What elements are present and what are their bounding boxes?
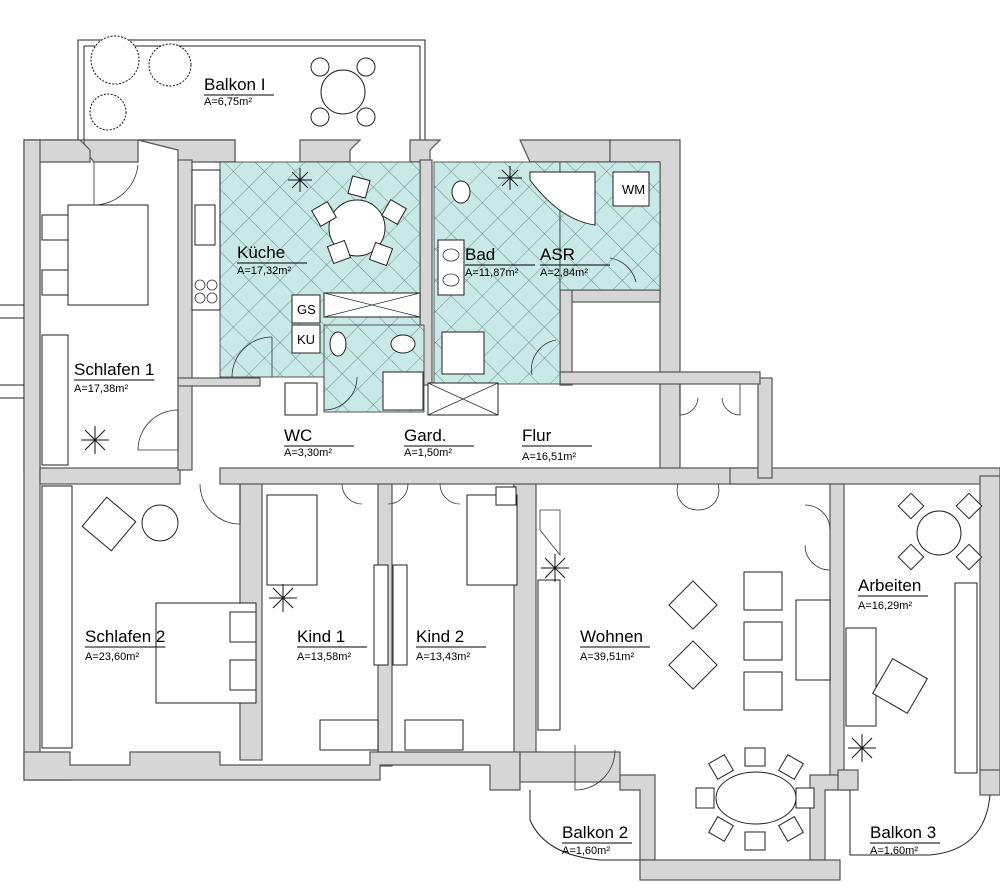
gs-label: GS	[297, 302, 316, 317]
kind1-area: A=13,58m²	[297, 651, 351, 663]
living-furniture	[539, 509, 831, 851]
balkon3-area: A=1,60m²	[870, 845, 918, 857]
plants	[81, 166, 876, 762]
kueche-name: Küche	[237, 243, 285, 262]
doors	[93, 162, 831, 791]
asr-area: A=2,84m²	[540, 267, 588, 279]
wardrobes	[41, 334, 978, 774]
arbeiten-area: A=16,29m²	[858, 600, 912, 612]
gard-name: Gard.	[404, 426, 447, 445]
ku-label: KU	[297, 332, 315, 347]
fixture-labels: WM GS KU	[297, 182, 645, 347]
room-labels: Balkon I A=6,75m² Küche A=17,32m² Bad A=…	[74, 75, 940, 857]
study-furniture	[845, 492, 983, 727]
wohnen-name: Wohnen	[580, 627, 643, 646]
kueche-area: A=17,32m²	[237, 265, 291, 277]
wc-area: A=3,30m²	[284, 447, 332, 459]
balkon2-area: A=1,60m²	[562, 845, 610, 857]
kind2-name: Kind 2	[416, 627, 464, 646]
schlafen1-area: A=17,38m²	[74, 383, 128, 395]
balkon3-name: Balkon 3	[870, 823, 936, 842]
gard-area: A=1,50m²	[404, 447, 452, 459]
wc-name: WC	[284, 426, 312, 445]
kitchen-fixtures	[191, 169, 421, 378]
balkon1-area: A=6,75m²	[204, 96, 252, 108]
bad-area: A=11,87m²	[465, 267, 519, 279]
wohnen-area: A=39,51m²	[580, 651, 634, 663]
balkon-1-area	[77, 35, 426, 140]
asr-name: ASR	[540, 245, 575, 264]
flur-name: Flur	[522, 426, 552, 445]
arbeiten-name: Arbeiten	[858, 576, 921, 595]
balkon2-name: Balkon 2	[562, 823, 628, 842]
small-balconies	[529, 790, 991, 861]
kind2-area: A=13,43m²	[416, 651, 470, 663]
balkon1-name: Balkon I	[204, 75, 265, 94]
wm-label: WM	[622, 182, 645, 197]
schlafen2-name: Schlafen 2	[85, 627, 165, 646]
flur-area: A=16,51m²	[522, 451, 576, 463]
schlafen1-name: Schlafen 1	[74, 360, 154, 379]
bathroom-fixtures	[329, 171, 650, 411]
bedroom-furniture	[41, 204, 518, 751]
kind1-name: Kind 1	[297, 627, 345, 646]
schlafen2-area: A=23,60m²	[85, 651, 139, 663]
bad-name: Bad	[465, 245, 495, 264]
